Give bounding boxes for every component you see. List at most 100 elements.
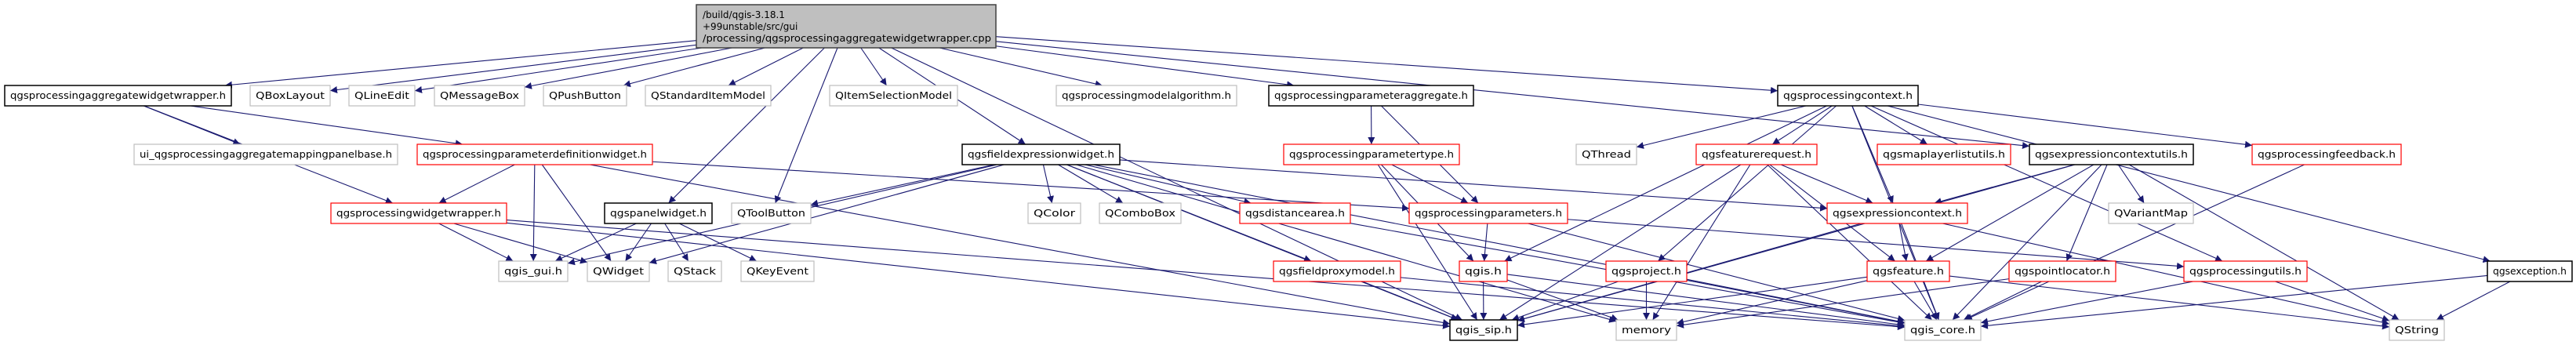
edge-fieldexpr-to-qgiscore [1093, 164, 1906, 325]
root-node-label-line: +99unstable/src/gui [703, 21, 798, 32]
edges [143, 36, 2511, 331]
node-box [604, 202, 713, 224]
node-qgissip[interactable]: qgis_sip.h [1449, 319, 1518, 341]
edge-expcontextutils-to-feature [1925, 164, 2095, 262]
node-panelwidget[interactable]: qgspanelwidget.h [604, 202, 713, 224]
edge-procparams-to-qgiscore [1528, 223, 1906, 322]
edge-root-to-panelwidget [668, 47, 825, 204]
node-box [498, 260, 569, 282]
node-box [348, 85, 416, 107]
node-qitemselectionmodel: QItemSelectionModel [829, 85, 958, 107]
node-project[interactable]: qgsproject.h [1605, 260, 1688, 282]
node-fieldproxymodel[interactable]: qgsfieldproxymodel.h [1273, 260, 1401, 282]
node-pointlocator[interactable]: qgspointlocator.h [2008, 260, 2116, 282]
edge-aggwrap-to-paramdefwidget [190, 105, 463, 147]
node-label: qgis_sip.h [1455, 325, 1512, 336]
node-label: qgis_gui.h [504, 266, 562, 277]
node-qgis[interactable]: qgis.h [1459, 260, 1508, 282]
node-context[interactable]: qgsprocessingcontext.h [1777, 85, 1919, 107]
edge-fieldexpr-to-qtoolbutton [810, 164, 994, 207]
node-label: QKeyEvent [747, 266, 808, 277]
edge-root-to-context [995, 36, 1778, 94]
edge-fieldexpr-to-qcolor [1042, 164, 1054, 204]
node-distancearea[interactable]: qgsdistancearea.h [1239, 202, 1351, 224]
edge-feature-to-memory [1676, 280, 1868, 325]
edge-feedback-to-qgiscore [1964, 164, 2305, 321]
root-node-box [696, 4, 997, 49]
node-fieldexpr[interactable]: qgsfieldexpressionwidget.h [961, 143, 1121, 165]
edge-pointlocator-to-qgiscore [1963, 281, 2042, 321]
edge-expcontext-to-qgissip [1517, 223, 1862, 322]
edge-paramdefwidget-to-qgisgui [529, 164, 537, 262]
node-box [330, 202, 507, 224]
node-featurerequest[interactable]: qgsfeaturerequest.h [1695, 143, 1818, 165]
node-label: qgsprocessingparameters.h [1415, 208, 1562, 219]
edge-widgetwrapper-to-qgisgui [438, 223, 514, 262]
edge-procparams-to-procutils [1567, 219, 2185, 270]
node-qpushbutton: QPushButton [543, 85, 627, 107]
node-expcontextutils[interactable]: qgsexpressioncontextutils.h [2029, 143, 2194, 165]
edge-panelwidget-to-qstack [664, 223, 689, 262]
node-widgetwrapper[interactable]: qgsprocessingwidgetwrapper.h [330, 202, 507, 224]
node-box [543, 85, 627, 107]
node-label: QBoxLayout [256, 90, 325, 101]
edge-procutils-to-qstring [2275, 281, 2390, 322]
node-qcombobox: QComboBox [1099, 202, 1182, 224]
node-aggwrap[interactable]: qgsprocessingaggregatewidgetwrapper.h [4, 85, 232, 107]
node-qgiscore: qgis_core.h [1904, 319, 1982, 341]
node-paramdefwidget[interactable]: qgsprocessingparameterdefinitionwidget.h [416, 143, 653, 165]
node-exception[interactable]: qgsexception.h [2487, 260, 2573, 282]
node-feature[interactable]: qgsfeature.h [1866, 260, 1950, 282]
node-qstack: QStack [667, 260, 722, 282]
edge-root-to-qboxlayout [329, 44, 697, 93]
edge-context-to-maplayerlistutils [1864, 105, 1928, 145]
edge-context-to-featurerequest [1771, 105, 1833, 145]
node-box [2183, 260, 2308, 282]
node-qcolor: QColor [1027, 202, 1081, 224]
node-paramagg[interactable]: qgsprocessingparameteraggregate.h [1268, 85, 1474, 107]
node-box [1904, 319, 1982, 341]
node-box [249, 85, 331, 107]
node-box [2008, 260, 2116, 282]
node-label: memory [1622, 325, 1671, 336]
node-qboxlayout: QBoxLayout [249, 85, 331, 107]
edge-fieldproxymodel-to-qgiscore [1400, 277, 1906, 329]
root-node-label-line: /build/qgis-3.18.1 [703, 9, 785, 20]
node-label: qgspointlocator.h [2015, 266, 2110, 277]
node-label: qgsprocessingmodelalgorithm.h [1062, 90, 1231, 101]
node-label: QItemSelectionModel [835, 90, 952, 101]
node-procutils[interactable]: qgsprocessingutils.h [2183, 260, 2308, 282]
node-label: qgsprocessingaggregatewidgetwrapper.h [10, 90, 226, 101]
edge-panelwidget-to-qkeyevent [678, 223, 758, 262]
edge-fieldexpr-to-qwidget [649, 164, 1005, 265]
node-maplayerlistutils[interactable]: qgsmaplayerlistutils.h [1877, 143, 2011, 165]
node-root-file: /build/qgis-3.18.1+99unstable/src/gui/pr… [696, 4, 997, 49]
edge-qgis-to-memory [1506, 279, 1619, 321]
node-box [2108, 202, 2194, 224]
node-box [1449, 319, 1518, 341]
edge-qgis-to-qgiscore [1506, 274, 1906, 329]
edge-root-to-qtoolbutton [774, 47, 838, 204]
node-box [587, 260, 650, 282]
node-label: qgsprocessingutils.h [2189, 266, 2302, 277]
node-label: qgsexpressioncontextutils.h [2035, 149, 2188, 160]
node-label: qgsexpressioncontext.h [1833, 208, 1962, 219]
node-label: qgsprocessingcontext.h [1783, 90, 1913, 101]
edge-context-to-exception [1887, 105, 2491, 263]
node-label: QStandardItemModel [651, 90, 765, 101]
node-box [731, 202, 812, 224]
edge-procutils-to-qgiscore [1980, 281, 2193, 325]
node-label: QString [2395, 325, 2439, 336]
root-node-label-line: /processing/qgsprocessingaggregatewidget… [703, 33, 991, 44]
node-label: ui_qgsprocessingaggregatemappingpanelbas… [140, 149, 392, 160]
edge-fieldexpr-to-expcontext [1119, 159, 1828, 212]
node-qgisgui: qgis_gui.h [498, 260, 569, 282]
edge-paramdefwidget-to-widgetwrapper [438, 164, 515, 204]
node-procparams[interactable]: qgsprocessingparameters.h [1408, 202, 1568, 224]
node-memory: memory [1615, 319, 1677, 341]
node-paramtype[interactable]: qgsprocessingparametertype.h [1283, 143, 1460, 165]
node-expcontext[interactable]: qgsexpressioncontext.h [1826, 202, 1968, 224]
node-qvariantmap: QVariantMap [2108, 202, 2194, 224]
node-feedback[interactable]: qgsprocessingfeedback.h [2251, 143, 2402, 165]
node-qthread: QThread [1575, 143, 1637, 165]
